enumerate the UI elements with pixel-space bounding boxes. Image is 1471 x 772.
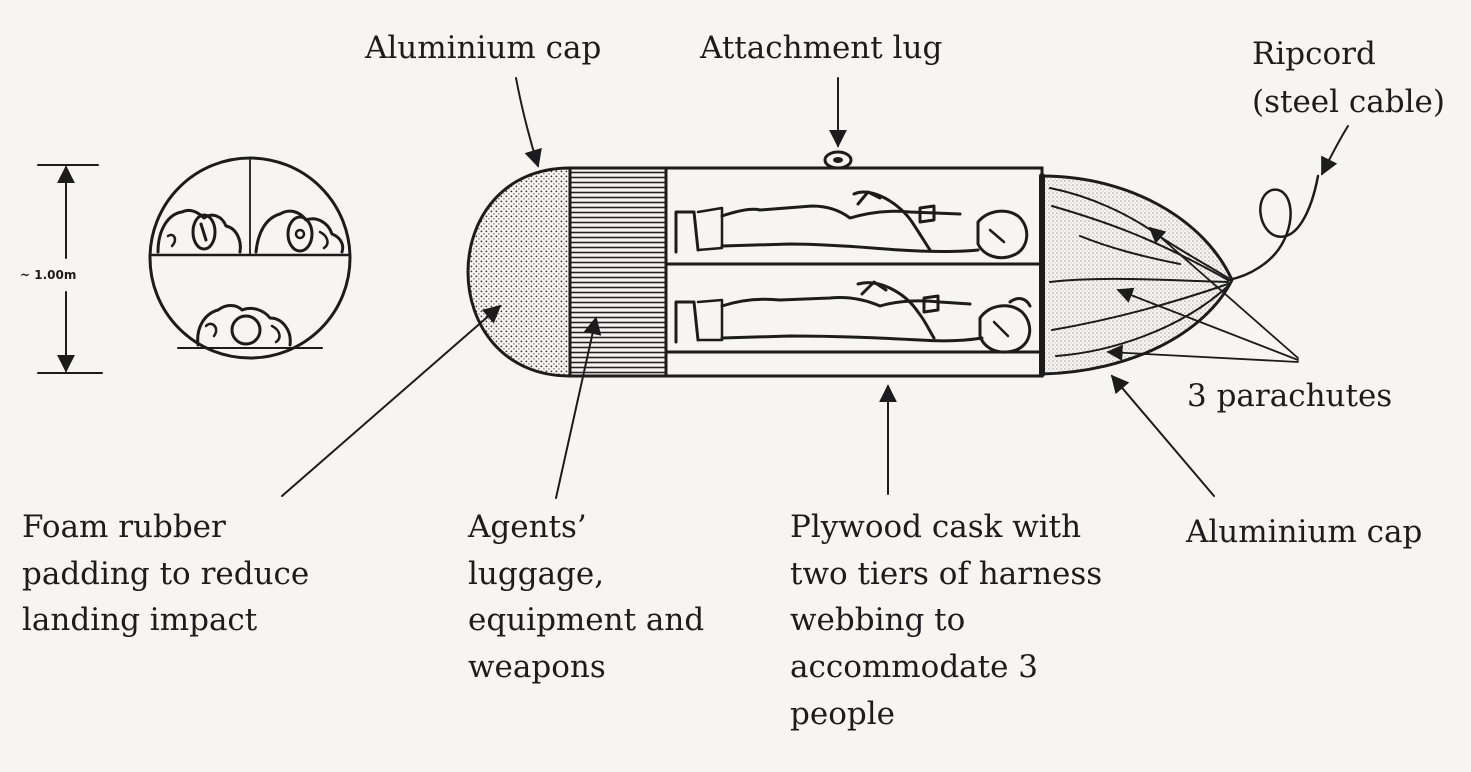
luggage-compartment — [568, 166, 668, 378]
label-attachment-lug: Attachment lug — [699, 30, 942, 66]
lying-agent-upper — [674, 190, 1029, 260]
lying-agent-lower — [674, 280, 1032, 354]
label-agents-line3: equipment and — [468, 602, 704, 638]
label-foam-line1: Foam rubber — [22, 509, 226, 545]
seated-agent-figure-upper-right — [254, 209, 345, 254]
label-foam-line2: padding to reduce — [22, 556, 309, 592]
rear-aluminium-cap — [466, 166, 572, 378]
label-parachutes: 3 parachutes — [1187, 378, 1392, 414]
seated-agent-figure-lower — [196, 304, 292, 347]
label-foam-line3: landing impact — [22, 602, 258, 638]
label-cask-line4: accommodate 3 — [790, 649, 1038, 685]
seated-agent-figure-upper-left — [156, 208, 242, 254]
label-cask-line1: Plywood cask with — [790, 509, 1081, 545]
attachment-lug — [820, 150, 856, 170]
label-ripcord-line2: (steel cable) — [1252, 84, 1445, 120]
leader-lines — [281, 77, 1349, 499]
label-ripcord-line1: Ripcord — [1252, 36, 1376, 72]
label-agents-line2: luggage, — [468, 556, 604, 592]
label-agents-line1: Agents’ — [467, 509, 587, 545]
diameter-label: ~ 1.00m — [20, 268, 76, 282]
label-aluminium-cap-top: Aluminium cap — [364, 30, 601, 66]
container-side-view — [466, 150, 1320, 378]
cross-section-view: ~ 1.00m — [20, 156, 352, 374]
diameter-dimension: ~ 1.00m — [20, 164, 103, 374]
ripcord-cable — [1226, 174, 1320, 282]
parachute-shroud-lines — [1049, 187, 1229, 357]
cross-section-circle — [148, 156, 352, 360]
label-aluminium-cap-right: Aluminium cap — [1185, 514, 1422, 550]
label-cask-line3: webbing to — [790, 602, 965, 638]
label-cask-line5: people — [790, 696, 895, 732]
label-agents-line4: weapons — [468, 649, 606, 685]
label-cask-line2: two tiers of harness — [790, 556, 1102, 592]
